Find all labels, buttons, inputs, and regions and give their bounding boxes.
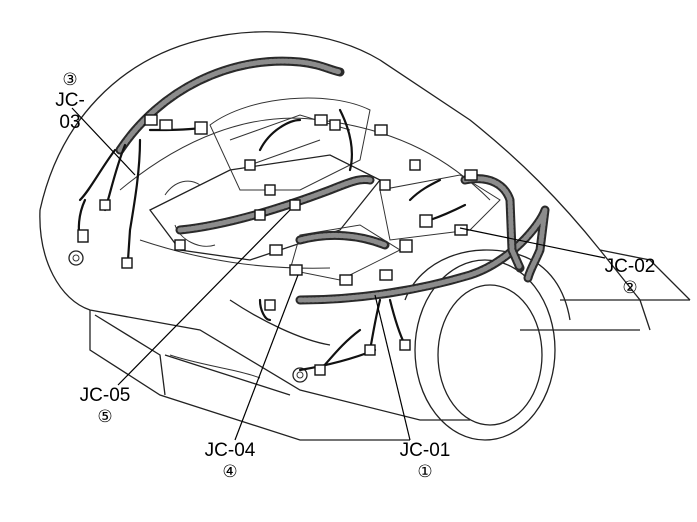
callout-jc-04: JC-04 ④ xyxy=(200,440,260,482)
callout-jc-01: JC-01 ① xyxy=(395,440,455,482)
callout-number: ① xyxy=(417,462,433,481)
callout-jc-02: JC-02 ② xyxy=(600,256,660,298)
callout-code: JC-04 xyxy=(204,440,256,461)
callout-code: JC-03 xyxy=(55,90,85,133)
callout-number: ④ xyxy=(222,462,238,481)
leader-jc-05 xyxy=(117,209,291,386)
callout-jc-05: JC-05 ⑤ xyxy=(75,385,135,427)
leader-jc-04 xyxy=(234,274,299,441)
connectors xyxy=(77,114,478,376)
callout-code: JC-02 xyxy=(604,256,656,277)
callout-number: ③ xyxy=(62,70,78,89)
callout-jc-03: ③ JC-03 xyxy=(45,70,95,134)
callout-code: JC-01 xyxy=(399,440,451,461)
front-lamps xyxy=(68,250,308,383)
leader-lines xyxy=(71,107,606,441)
front-wheel xyxy=(404,249,571,441)
callout-code: JC-05 xyxy=(79,385,131,406)
callout-number: ② xyxy=(622,278,638,297)
leader-jc-02 xyxy=(459,227,606,259)
leader-jc-01 xyxy=(374,294,411,441)
leader-jc-03 xyxy=(71,107,136,176)
callout-number: ⑤ xyxy=(97,407,113,426)
main-harness xyxy=(115,56,550,305)
car-body-outline xyxy=(39,31,691,441)
